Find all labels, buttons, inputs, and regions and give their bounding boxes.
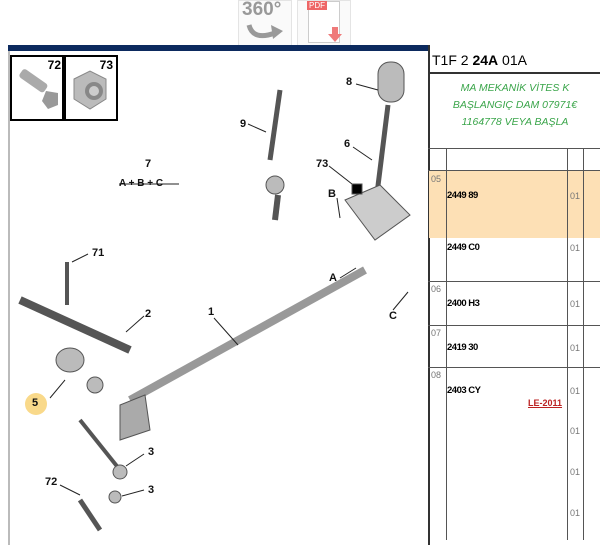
pdf-label: PDF [307, 1, 327, 10]
row-position: 06 [431, 284, 442, 294]
thumb-part-73[interactable]: 73 [62, 55, 118, 121]
thumb-number: 73 [99, 58, 113, 72]
parts-list-panel [428, 45, 600, 545]
part-qty: 01 [570, 299, 581, 309]
highlight-callout-5 [25, 393, 47, 415]
callout-a[interactable]: A [329, 272, 337, 284]
callout-7-composition: A + B + C [119, 178, 164, 189]
row-position: 07 [431, 328, 442, 338]
view-360-label: 360° [242, 0, 282, 20]
part-code[interactable]: 2400 H3 [447, 298, 480, 309]
callout-71[interactable]: 71 [92, 247, 105, 259]
note-line: 1164778 VEYA BAŞLA [461, 116, 569, 128]
part-code[interactable]: 2419 30 [447, 342, 478, 353]
callout-73[interactable]: 73 [316, 158, 329, 170]
callout-c[interactable]: C [389, 310, 397, 322]
part-code[interactable]: 2449 89 [447, 190, 478, 201]
part-qty: 01 [570, 386, 581, 396]
row-position: 05 [431, 174, 442, 184]
compatibility-note: MA MEKANİK VİTES K BAŞLANGIÇ DAM 07971€ … [430, 80, 600, 131]
thumb-part-72[interactable]: 72 [10, 55, 66, 121]
part-qty: 01 [570, 243, 581, 253]
date-limit-link[interactable]: LE-2011 [528, 398, 563, 408]
part-qty: 01 [570, 508, 581, 518]
part-qty: 01 [570, 467, 581, 477]
callout-9[interactable]: 9 [240, 118, 247, 130]
callout-5[interactable]: 5 [32, 397, 39, 409]
parts-header: T1F 2 24A 01A [432, 52, 527, 68]
part-code[interactable]: 2403 CY [447, 385, 481, 396]
part-qty: 01 [570, 191, 581, 201]
part-code[interactable]: 2449 C0 [447, 242, 480, 253]
thumb-number: 72 [47, 58, 61, 72]
view-360-button[interactable]: 360° [238, 0, 292, 46]
callout-2[interactable]: 2 [145, 308, 152, 320]
note-line: MA MEKANİK VİTES K [460, 82, 570, 94]
bolt-icon [19, 69, 58, 109]
selected-row-bg [429, 171, 600, 238]
exploded-diagram [8, 45, 430, 545]
nut-icon [73, 70, 107, 110]
callout-7[interactable]: 7 [145, 158, 152, 170]
callout-b[interactable]: B [328, 188, 336, 200]
callout-3b[interactable]: 3 [148, 484, 155, 496]
rotate-arrow-icon [246, 24, 283, 39]
part-qty: 01 [570, 426, 581, 436]
note-line: BAŞLANGIÇ DAM 07971€ [452, 99, 578, 111]
shifter-assembly-drawing [18, 61, 411, 532]
callout-8[interactable]: 8 [346, 76, 353, 88]
callout-3[interactable]: 3 [148, 446, 155, 458]
row-position: 08 [431, 370, 442, 380]
part-qty: 01 [570, 343, 581, 353]
diagram-header-bar [8, 45, 428, 51]
callout-1[interactable]: 1 [208, 306, 215, 318]
download-arrow-icon [328, 27, 342, 42]
callout-72[interactable]: 72 [45, 476, 58, 488]
callout-6[interactable]: 6 [344, 138, 351, 150]
pdf-download-button[interactable]: PDF [297, 0, 351, 46]
